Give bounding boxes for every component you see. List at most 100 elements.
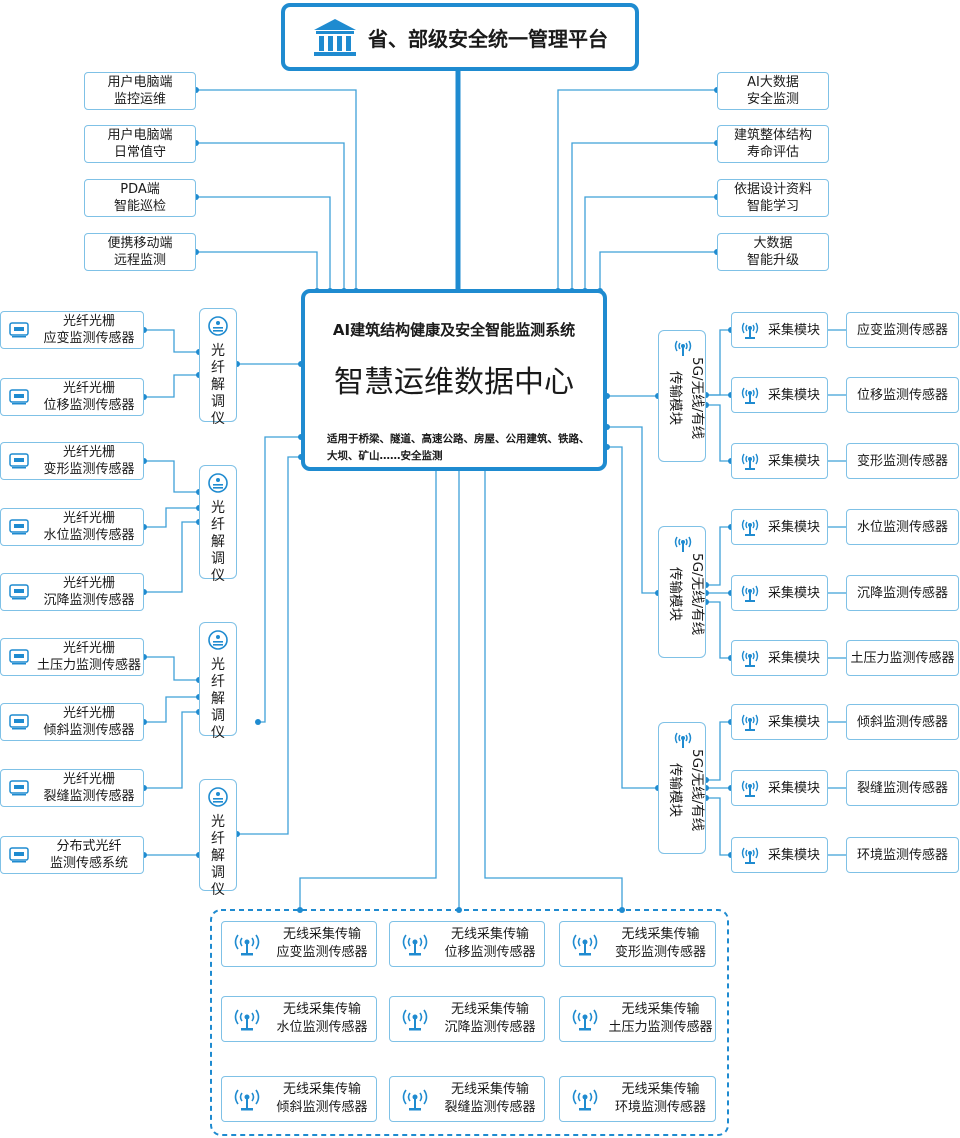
system-subtitle: AI建筑结构健康及安全智能监测系统 [332, 321, 576, 339]
terminal-box: 用户电脑端 日常值守 [84, 125, 196, 163]
collector-label: 采集模块 [768, 322, 821, 338]
monitoring-sensor-box: 水位监测传感器 [846, 509, 959, 545]
collector-module: 采集模块 [731, 377, 828, 413]
collector-label: 采集模块 [768, 387, 821, 403]
fiber-sensor-box: 光纤光栅 土压力监测传感器 [0, 638, 144, 676]
collector-antenna-icon [741, 387, 759, 404]
wireless-sensor-box: 无线采集传输 裂缝监测传感器 [389, 1076, 545, 1122]
transmission-module: 5G/无线/有线 传输模块 [658, 722, 706, 854]
wireless-sensor-label: 无线采集传输 变形监测传感器 [614, 927, 706, 960]
collector-module: 采集模块 [731, 640, 828, 676]
fiber-sensor-box: 光纤光栅 位移监测传感器 [0, 378, 144, 416]
sensor-device-icon [9, 453, 29, 469]
wireless-group-frame [210, 909, 729, 1136]
demodulator-icon [208, 473, 228, 493]
sensor-label: 光纤光栅 裂缝监测传感器 [43, 772, 135, 804]
collector-label: 采集模块 [768, 714, 821, 730]
demodulator-icon [208, 787, 228, 807]
collector-antenna-icon [741, 847, 759, 864]
wireless-sensor-box: 无线采集传输 水位监测传感器 [221, 996, 377, 1042]
wireless-antenna-icon [402, 1009, 428, 1031]
transmission-label: 传输模块 [667, 371, 683, 425]
wireless-sensor-label: 无线采集传输 土压力监测传感器 [608, 1002, 713, 1035]
collector-module: 采集模块 [731, 312, 828, 348]
fiber-sensor-box: 光纤光栅 水位监测传感器 [0, 508, 144, 546]
collector-label: 采集模块 [768, 585, 821, 601]
wireless-sensor-box: 无线采集传输 应变监测传感器 [221, 921, 377, 967]
wireless-antenna-icon [402, 934, 428, 956]
sensor-label: 光纤光栅 土压力监测传感器 [36, 641, 141, 673]
fiber-demodulator: 光 纤 解 调 仪 [199, 779, 237, 898]
demodulator-label: 光 纤 解 调 仪 [211, 500, 225, 584]
sensor-device-icon [9, 780, 29, 796]
demodulator-label: 光 纤 解 调 仪 [211, 814, 225, 898]
transmission-label: 5G/无线/有线 [689, 553, 705, 636]
transmission-module: 5G/无线/有线 传输模块 [658, 330, 706, 462]
wireless-sensor-box: 无线采集传输 倾斜监测传感器 [221, 1076, 377, 1122]
collector-module: 采集模块 [731, 770, 828, 806]
data-center-box: AI建筑结构健康及安全智能监测系统 智慧运维数据中心 适用于桥梁、隧道、高速公路… [301, 289, 607, 471]
monitoring-sensor-box: 沉降监测传感器 [846, 575, 959, 611]
demodulator-icon [208, 630, 228, 650]
transmission-label: 5G/无线/有线 [689, 357, 705, 440]
sensor-label: 光纤光栅 沉降监测传感器 [43, 576, 135, 608]
government-building-icon [314, 19, 356, 56]
transmission-label: 传输模块 [667, 763, 683, 817]
demodulator-label: 光 纤 解 调 仪 [211, 657, 225, 741]
wireless-sensor-label: 无线采集传输 水位监测传感器 [276, 1002, 368, 1035]
demodulator-icon [208, 316, 228, 336]
monitoring-sensor-box: 位移监测传感器 [846, 377, 959, 413]
wireless-sensor-box: 无线采集传输 环境监测传感器 [559, 1076, 716, 1122]
monitoring-sensor-box: 裂缝监测传感器 [846, 770, 959, 806]
sensor-device-icon [9, 584, 29, 600]
monitoring-sensor-box: 倾斜监测传感器 [846, 704, 959, 740]
collector-module: 采集模块 [731, 837, 828, 873]
collector-antenna-icon [741, 453, 759, 470]
wireless-antenna-icon [234, 1009, 260, 1031]
fiber-demodulator: 光 纤 解 调 仪 [199, 622, 237, 741]
collector-antenna-icon [741, 585, 759, 602]
wireless-sensor-label: 无线采集传输 沉降监测传感器 [444, 1002, 536, 1035]
function-box: 大数据 智能升级 [717, 233, 829, 271]
fiber-sensor-box: 光纤光栅 沉降监测传感器 [0, 573, 144, 611]
wireless-sensor-box: 无线采集传输 土压力监测传感器 [559, 996, 716, 1042]
transmission-module: 5G/无线/有线 传输模块 [658, 526, 706, 658]
platform-box: 省、部级安全统一管理平台 [281, 3, 639, 71]
wireless-antenna-icon [572, 1009, 598, 1031]
function-box: 建筑整体结构 寿命评估 [717, 125, 829, 163]
monitoring-sensor-box: 应变监测传感器 [846, 312, 959, 348]
monitoring-sensor-box: 土压力监测传感器 [846, 640, 959, 676]
collector-module: 采集模块 [731, 509, 828, 545]
sensor-device-icon [9, 389, 29, 405]
fiber-sensor-box: 光纤光栅 裂缝监测传感器 [0, 769, 144, 807]
collector-label: 采集模块 [768, 650, 821, 666]
sensor-label: 分布式光纤 监测传感系统 [49, 839, 128, 871]
sensor-device-icon [9, 322, 29, 338]
terminal-box: 便携移动端 远程监测 [84, 233, 196, 271]
collector-module: 采集模块 [731, 443, 828, 479]
collector-antenna-icon [741, 650, 759, 667]
wireless-antenna-icon [572, 934, 598, 956]
signal-antenna-icon [674, 536, 692, 552]
demodulator-label: 光 纤 解 调 仪 [211, 343, 225, 427]
collector-module: 采集模块 [731, 704, 828, 740]
sensor-label: 光纤光栅 倾斜监测传感器 [43, 706, 135, 738]
fiber-sensor-box: 光纤光栅 变形监测传感器 [0, 442, 144, 480]
collector-label: 采集模块 [768, 453, 821, 469]
wireless-sensor-label: 无线采集传输 位移监测传感器 [444, 927, 536, 960]
wireless-antenna-icon [402, 1089, 428, 1111]
wireless-antenna-icon [234, 1089, 260, 1111]
transmission-label: 传输模块 [667, 567, 683, 621]
sensor-device-icon [9, 649, 29, 665]
wireless-sensor-label: 无线采集传输 裂缝监测传感器 [444, 1082, 536, 1115]
transmission-label: 5G/无线/有线 [689, 749, 705, 832]
monitoring-sensor-box: 环境监测传感器 [846, 837, 959, 873]
sensor-label: 光纤光栅 应变监测传感器 [43, 314, 135, 346]
collector-label: 采集模块 [768, 847, 821, 863]
monitoring-sensor-box: 变形监测传感器 [846, 443, 959, 479]
collector-label: 采集模块 [768, 780, 821, 796]
collector-antenna-icon [741, 322, 759, 339]
signal-antenna-icon [674, 732, 692, 748]
sensor-label: 光纤光栅 位移监测传感器 [43, 381, 135, 413]
